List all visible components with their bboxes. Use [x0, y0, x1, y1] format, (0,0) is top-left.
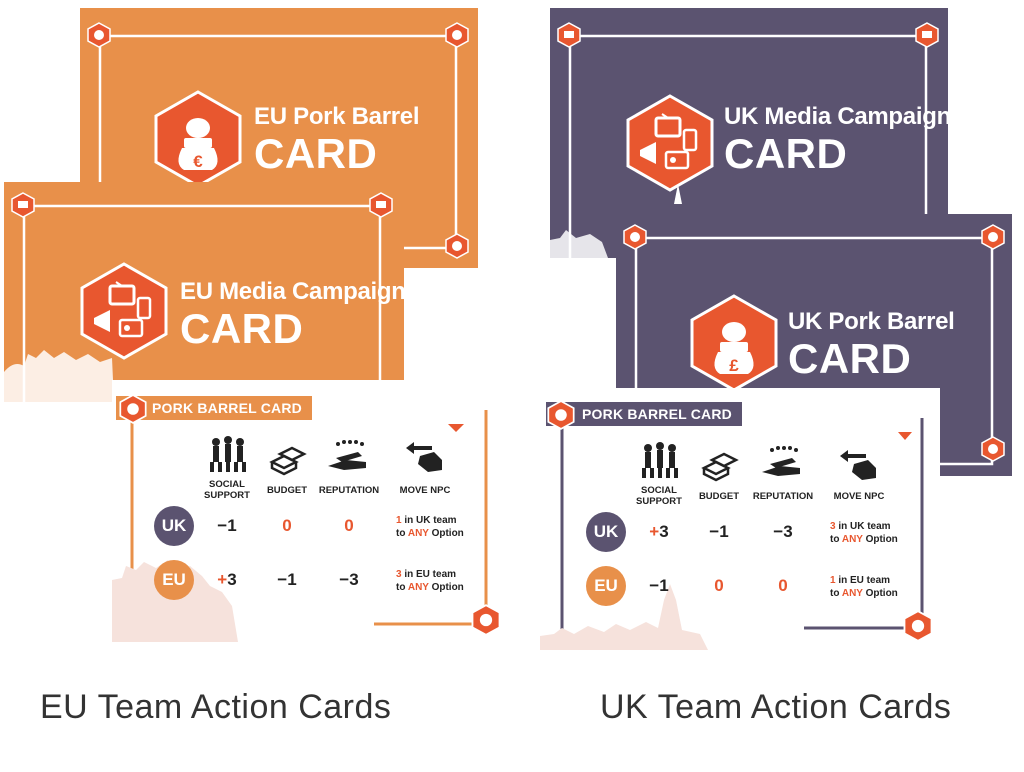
value-budget: −1	[709, 522, 729, 541]
hand-stars-icon	[328, 440, 366, 470]
media-icon	[80, 262, 168, 360]
piggy-corner-icon	[87, 22, 111, 48]
value-reputation: −3	[773, 522, 793, 541]
piggy-corner-icon	[471, 604, 501, 636]
piggy-pound-icon: £	[690, 294, 778, 392]
header-reputation: REPUTATION	[752, 491, 814, 502]
uk-pork-barrel-reference-card: PORK BARREL CARD SOCIAL SUPPORT BUDGET R…	[540, 388, 940, 650]
gold-bars-icon	[701, 452, 739, 482]
team-badge-eu: EU	[586, 566, 626, 606]
crowd-icon	[642, 442, 678, 478]
value-reputation: −3	[339, 570, 359, 589]
header-budget: BUDGET	[698, 491, 740, 502]
card-subtitle: UK Media Campaign	[724, 103, 951, 130]
reference-card-title: PORK BARREL CARD	[546, 402, 742, 426]
media-icon	[626, 94, 714, 192]
move-hand-icon	[840, 450, 876, 480]
header-reputation: REPUTATION	[318, 485, 380, 496]
value-budget: 0	[282, 516, 292, 535]
card-title: UK Pork Barrel CARD	[788, 310, 955, 380]
team-badge-uk: UK	[154, 506, 194, 546]
move-hand-icon	[406, 442, 442, 472]
team-badge-eu: EU	[154, 560, 194, 600]
header-social-support: SOCIAL SUPPORT	[636, 485, 682, 507]
piggy-euro-icon: €	[154, 90, 242, 188]
card-subtitle: EU Pork Barrel	[254, 103, 420, 130]
hand-stars-icon	[762, 446, 800, 476]
card-label: CARD	[254, 130, 378, 177]
gold-bars-icon	[269, 446, 307, 476]
piggy-corner-icon	[445, 233, 469, 259]
header-move-npc: MOVE NPC	[833, 491, 885, 502]
card-subtitle: EU Media Campaign	[180, 278, 406, 305]
media-corner-icon	[369, 192, 393, 218]
media-corner-icon	[557, 22, 581, 48]
header-social-support: SOCIAL SUPPORT	[204, 479, 250, 501]
value-reputation: 0	[344, 516, 354, 535]
eu-media-campaign-card: EU Media Campaign CARD	[4, 182, 406, 402]
card-title: UK Media Campaign CARD	[724, 105, 951, 175]
card-subtitle: UK Pork Barrel	[788, 308, 955, 335]
value-budget: −1	[277, 570, 297, 589]
media-corner-icon	[11, 192, 35, 218]
value-social-support: +3	[649, 522, 669, 541]
piggy-corner-icon	[119, 394, 147, 424]
card-label: CARD	[724, 130, 848, 177]
piggy-corner-icon	[445, 22, 469, 48]
card-frame	[4, 204, 382, 402]
header-move-npc: MOVE NPC	[399, 485, 451, 496]
reference-card-title: PORK BARREL CARD	[116, 396, 312, 420]
card-label: CARD	[180, 305, 304, 352]
piggy-corner-icon	[547, 400, 575, 430]
card-frame	[112, 410, 488, 642]
header-budget: BUDGET	[266, 485, 308, 496]
eu-team-caption: EU Team Action Cards	[40, 688, 392, 726]
media-corner-icon	[915, 22, 939, 48]
value-reputation: 0	[778, 576, 788, 595]
card-title: EU Media Campaign CARD	[180, 280, 406, 350]
uk-team-caption: UK Team Action Cards	[600, 688, 952, 726]
value-social-support: −1	[649, 576, 669, 595]
card-frame	[540, 418, 924, 650]
piggy-corner-icon	[903, 610, 933, 642]
piggy-corner-icon	[623, 224, 647, 250]
piggy-corner-icon	[981, 224, 1005, 250]
card-frame	[550, 34, 928, 258]
value-social-support: +3	[217, 570, 237, 589]
value-social-support: −1	[217, 516, 237, 535]
value-budget: 0	[714, 576, 724, 595]
card-title: EU Pork Barrel CARD	[254, 103, 420, 177]
card-label: CARD	[788, 335, 912, 382]
svg-text:€: €	[193, 152, 203, 171]
piggy-corner-icon	[981, 436, 1005, 462]
team-badge-uk: UK	[586, 512, 626, 552]
eu-pork-barrel-reference-card: PORK BARREL CARD SOCIAL SUPPORT BUDGET R…	[112, 380, 501, 642]
svg-text:£: £	[729, 356, 739, 375]
crowd-icon	[210, 436, 246, 472]
